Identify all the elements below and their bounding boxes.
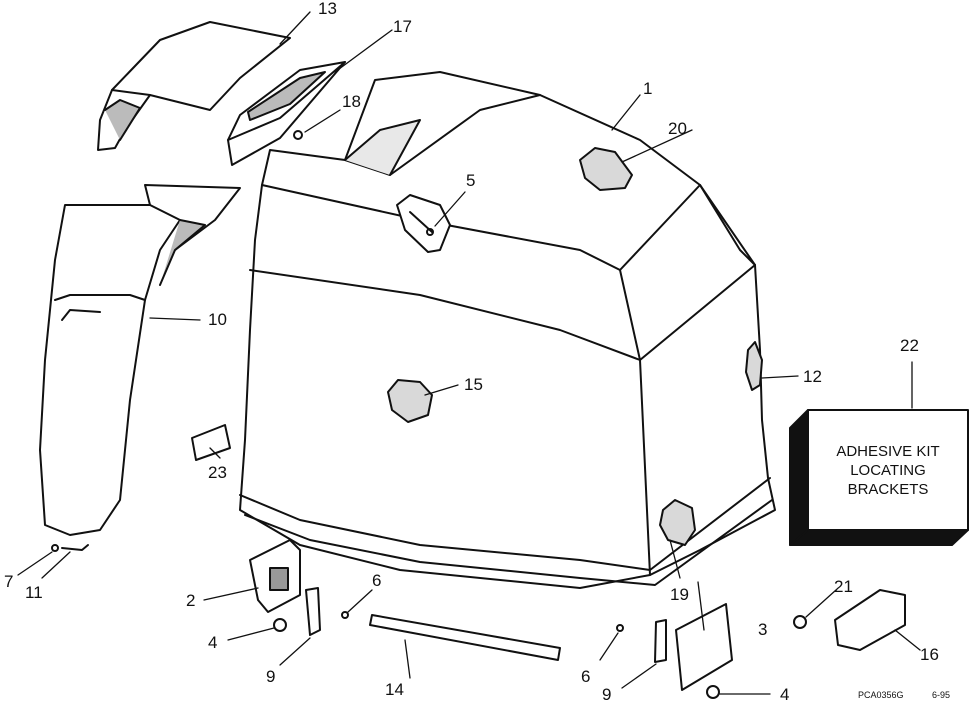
part-pin-11 (61, 544, 89, 551)
callout-14: 14 (385, 680, 404, 699)
callout-11: 11 (25, 583, 43, 602)
callout-6b: 6 (581, 667, 591, 686)
part-strap-9b (654, 619, 667, 663)
callout-9b: 9 (602, 685, 612, 704)
callout-22: 22 (900, 336, 919, 355)
kit-box-label: ADHESIVE KIT LOCATING BRACKETS (808, 410, 968, 530)
callout-9a: 9 (266, 667, 276, 686)
part-locating-bracket (396, 194, 451, 253)
part-grommet-4b (706, 685, 720, 699)
callout-4b: 4 (780, 685, 790, 704)
part-screw-18 (293, 130, 303, 140)
part-kit-box (789, 409, 969, 546)
kit-box-line-3: BRACKETS (847, 480, 929, 498)
callout-3: 3 (758, 620, 768, 639)
callout-7: 7 (4, 572, 14, 591)
callout-2: 2 (186, 591, 196, 610)
part-bumper-16 (834, 589, 906, 651)
leader-lines (17, 11, 921, 695)
part-grommet-4a (273, 618, 287, 632)
callout-13: 13 (318, 0, 337, 18)
callout-5: 5 (466, 171, 476, 190)
callout-17: 17 (393, 17, 412, 36)
part-screw-6b (616, 624, 624, 632)
callout-10: 10 (208, 310, 227, 329)
callout-12: 12 (803, 367, 822, 386)
part-pad (191, 424, 231, 461)
callout-20: 20 (668, 119, 687, 138)
kit-box-line-2: LOCATING (850, 461, 926, 479)
part-screw-6a (341, 611, 349, 619)
part-adhesive-patch-side (387, 379, 433, 423)
callout-15: 15 (464, 375, 483, 394)
callout-18: 18 (342, 92, 361, 111)
part-vent-grille (227, 61, 346, 166)
part-plate-3 (675, 603, 733, 691)
callout-4a: 4 (208, 633, 218, 652)
callout-1: 1 (643, 79, 653, 98)
part-vent-cover (97, 21, 291, 151)
drawing-code: PCA0356G (858, 690, 904, 700)
part-side-clip (745, 341, 763, 391)
callout-16: 16 (920, 645, 939, 664)
part-strap-9a (305, 587, 321, 636)
part-adhesive-patch-top (579, 147, 633, 191)
part-screw-7 (51, 544, 59, 552)
callout-21: 21 (834, 577, 853, 596)
callout-6a: 6 (372, 571, 382, 590)
part-seal-strip (369, 614, 561, 661)
callout-23: 23 (208, 463, 227, 482)
drawing-date: 6-95 (932, 690, 951, 700)
part-adhesive-patch-lower (659, 499, 696, 546)
kit-box-line-1: ADHESIVE KIT (836, 442, 940, 460)
part-nut-21 (793, 615, 807, 629)
callout-19: 19 (670, 585, 689, 604)
part-engine-cover (239, 71, 776, 589)
part-rear-cover (39, 184, 241, 536)
